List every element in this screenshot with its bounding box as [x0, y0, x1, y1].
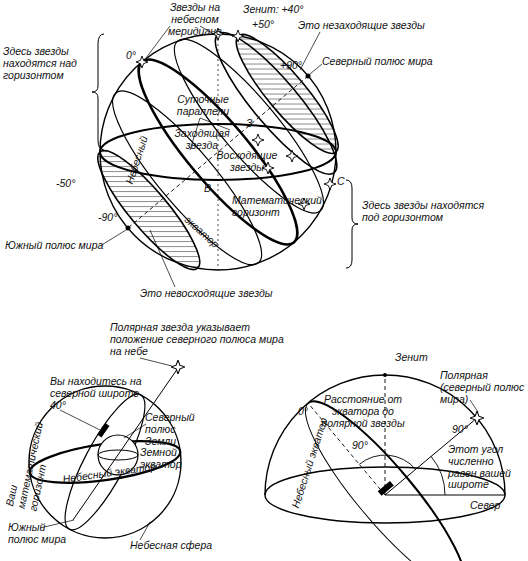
text-label: Звезды на небесном меридиане [150, 2, 240, 37]
text-label: З [246, 118, 252, 130]
text-label: Небесная сфера [130, 540, 212, 552]
text-label: 0° [298, 406, 308, 418]
text-label: Вы находитесь на северной широте 40° [50, 376, 142, 411]
text-label: В [204, 183, 211, 195]
leader-line [470, 400, 478, 412]
leader-line [124, 424, 146, 438]
text-label: Здесь звезды находятся под горизонтом [362, 200, 487, 224]
text-label: -90° [98, 212, 117, 224]
text-label: Восходящие звезды [216, 150, 278, 174]
text-label: 0° [126, 50, 136, 62]
text-label: Это невосходящие звезды [140, 288, 272, 300]
text-label: Этот угол численно равен вашей широте [448, 444, 524, 491]
bracket [346, 180, 358, 268]
star [324, 178, 336, 190]
text-label: Полярная звезда указывает положение севе… [110, 322, 285, 357]
south-pole-dot [126, 226, 131, 231]
text-label: -50° [56, 178, 75, 190]
text-label: Южный полюс мира [8, 522, 72, 546]
text-label: 90° [352, 440, 368, 452]
latitude-arc [431, 456, 445, 495]
angle-arc [359, 455, 415, 469]
text-label: Зенит [395, 352, 428, 364]
bracket [92, 34, 104, 150]
leader-line [140, 358, 172, 366]
leader-line [140, 522, 150, 540]
north-pole-dot [306, 74, 311, 79]
text-label: Расстояние от экватора до полярной звезд… [318, 394, 408, 429]
polaris-star [171, 360, 185, 374]
leader-line [150, 230, 175, 287]
text-label: С [337, 176, 345, 188]
text-label: Полярная (северный полюс мира) [440, 370, 525, 405]
star [232, 30, 244, 42]
horizon-plane [52, 386, 159, 539]
celestial-meridian [100, 34, 336, 270]
observer-telescope [378, 481, 394, 496]
text-label: Суточные параллели [168, 94, 238, 118]
text-label: 90° [452, 424, 468, 436]
text-label: Зенит: +40° [243, 4, 304, 16]
star [286, 150, 298, 162]
text-label: Здесь звезды находятся над горизонтом [3, 46, 95, 81]
leader-line [100, 230, 126, 246]
text-label: Это незаходящие звезды [298, 20, 425, 32]
text-label: +90° [280, 60, 302, 72]
text-label: Южный полюс мира [5, 240, 103, 252]
text-label: +50° [252, 19, 274, 31]
leader-line [300, 32, 320, 70]
leader-line [60, 410, 100, 430]
star [252, 134, 264, 146]
text-label: Заходящая звезда [172, 128, 232, 152]
leader-line [310, 64, 322, 74]
text-label: Северный полюс мира [322, 56, 433, 68]
zenith-dot [383, 373, 387, 377]
leader-line [146, 26, 170, 58]
text-label: Северный полюс Земли [145, 412, 207, 447]
zenith-line [385, 375, 386, 495]
text-label: Север [470, 500, 500, 512]
text-label: Математический горизонт [232, 195, 317, 219]
polaris-star [470, 411, 484, 425]
observer-telescope [97, 423, 109, 437]
